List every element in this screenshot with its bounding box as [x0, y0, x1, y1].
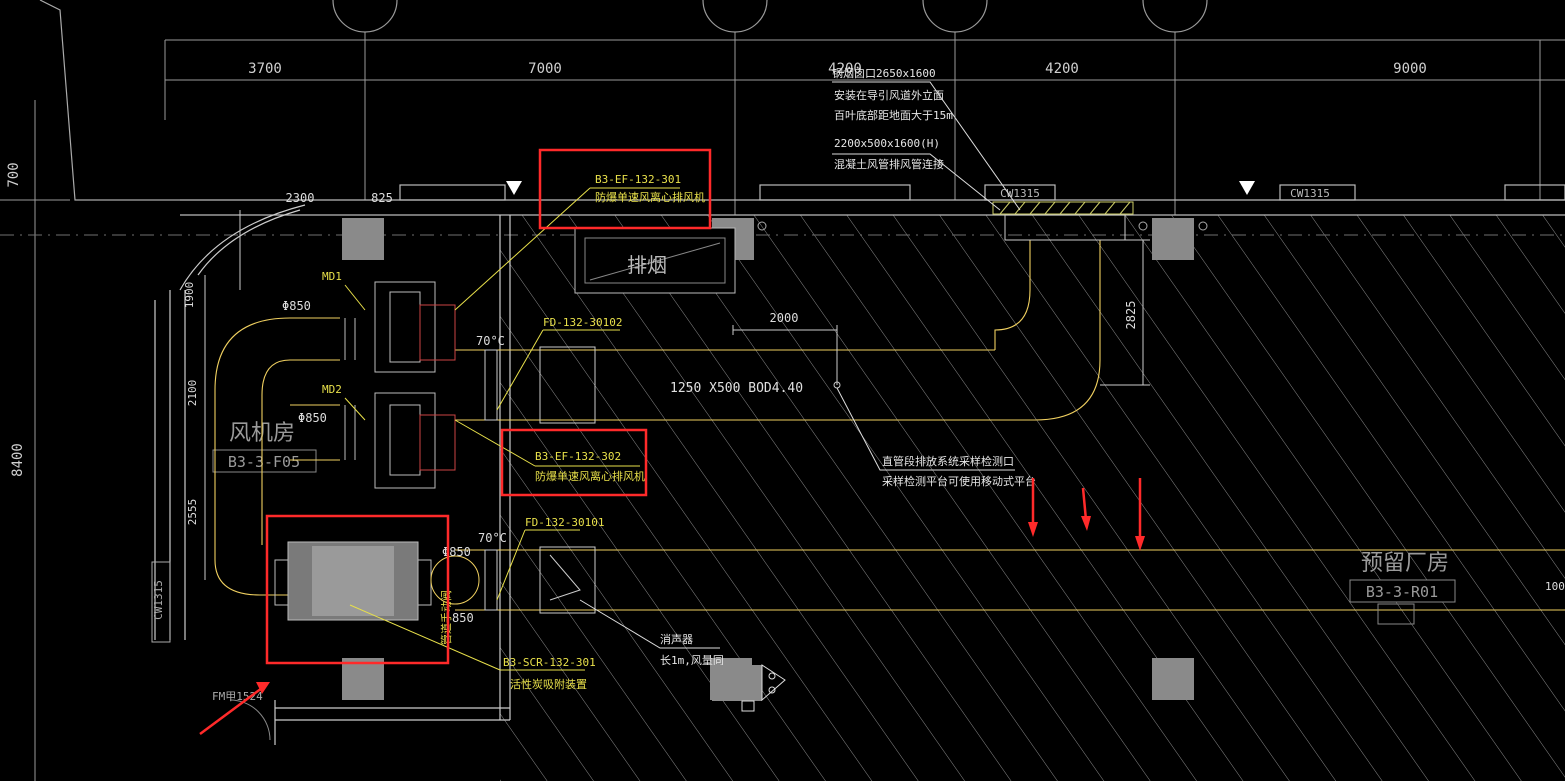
dim-2300: 2300	[286, 191, 315, 205]
fan-ef-301	[344, 281, 456, 373]
cw-label-1: CW1315	[1000, 187, 1040, 200]
exhaust-shaft	[574, 227, 736, 294]
top-wall	[180, 184, 1565, 216]
dim-left-700: 700	[6, 162, 22, 187]
left-dimension-line	[0, 100, 1565, 781]
note-top-1: 钢烟囱口2650x1600	[832, 66, 936, 80]
leader-lines-white	[579, 387, 1015, 649]
phi850-upper: Φ850	[282, 299, 311, 313]
reserved-room-code: B3-3-R01	[1366, 583, 1438, 601]
scr301-desc: 活性炭吸附装置	[510, 677, 587, 691]
reserved-sub-box	[1377, 603, 1415, 625]
building-outline-left	[39, 0, 180, 201]
highlight-ef301	[538, 148, 712, 230]
highlight-scr301	[265, 514, 450, 665]
level-marker-1	[506, 181, 522, 195]
dim-2000: 2000	[770, 311, 799, 325]
temp70-upper: 70°C	[476, 334, 505, 348]
md2-label: MD2	[322, 383, 342, 396]
carbon-adsorber	[274, 541, 480, 621]
fan-room-code-box	[212, 449, 317, 473]
dim-2555: 2555	[186, 499, 199, 526]
fan-room-walls	[154, 204, 511, 745]
dim-left-8400: 8400	[10, 443, 26, 477]
ef301-desc: 防爆单速风离心排风机	[595, 190, 705, 204]
note-top-5: 混凝土风管排风管连接	[834, 157, 944, 171]
exhaust-label: 排烟	[627, 253, 667, 277]
fd30102-label: FD-132-30102	[543, 316, 622, 329]
cw-label-left: CW1315	[152, 580, 165, 620]
louver-hatch	[992, 201, 1134, 215]
dim-1900: 1900	[183, 282, 196, 309]
note-top-3: 百叶底部距地面大于15m	[834, 108, 953, 122]
scr301-code: B3-SCR-132-301	[503, 656, 596, 669]
ef302-code: B3-EF-132-302	[535, 450, 621, 463]
louver-hatch-lines	[999, 201, 1131, 215]
sample-note-2: 采样检测平台可使用移动式平台	[882, 474, 1036, 488]
exhaust-shaft-inner	[584, 237, 726, 284]
top-dimension-line	[164, 32, 1565, 215]
cw-left-box	[151, 561, 171, 643]
dim-top-2: 7000	[528, 61, 562, 77]
fan-ef-302	[344, 392, 456, 489]
phi850-middle: Φ850	[298, 411, 327, 425]
ef302-desc: 防爆单速风离心排风机	[535, 469, 645, 483]
dim-top-3: 4200	[828, 61, 862, 77]
cw-label-2: CW1315	[1290, 187, 1330, 200]
dim-2100: 2100	[186, 380, 199, 407]
level-marker-2	[1239, 181, 1255, 195]
note-top-leaders	[832, 81, 1021, 211]
fire-dampers	[539, 346, 596, 614]
duct-size-label: 1250 X500 BOD4.40	[670, 381, 803, 396]
sample-note-1: 直管段排放系统采样检测口	[882, 454, 1014, 468]
door-arc	[229, 699, 271, 741]
axis-bubbles	[332, 0, 1208, 33]
d850-label: 850	[452, 611, 474, 625]
valve-label: 管道手动阀	[439, 590, 453, 645]
exhaust-shaft-diag	[589, 242, 721, 281]
duct-network	[214, 240, 1565, 611]
dim-top-4: 4200	[1045, 61, 1079, 77]
ef301-code: B3-EF-132-301	[595, 173, 681, 186]
dim-825: 825	[371, 191, 393, 205]
temp70-lower: 70°C	[478, 531, 507, 545]
dim-1000: 1000	[1545, 580, 1565, 593]
note-top-2: 安装在导引风道外立面	[834, 88, 944, 102]
fd30101-label: FD-132-30101	[525, 516, 604, 529]
note-top-4: 2200x500x1600(H)	[834, 137, 940, 150]
fm-door-label: FM甲1524	[212, 690, 263, 703]
md1-label: MD1	[322, 270, 342, 283]
silencer-note-1: 消声器	[660, 632, 693, 646]
duct-end-plates	[484, 214, 1126, 611]
dim-2825: 2825	[1124, 301, 1138, 330]
silencer-symbol	[712, 664, 786, 712]
red-arrows	[199, 478, 1145, 736]
red-annotations	[265, 148, 712, 665]
silencer-note-2: 长1m,风量同	[660, 654, 724, 667]
fan-room-code: B3-3-F05	[228, 453, 300, 471]
phi850-lower: Φ850	[442, 545, 471, 559]
reserved-code-box	[1349, 579, 1456, 603]
right-dimension-lines	[204, 210, 1150, 580]
column-small-circles	[757, 221, 1208, 231]
leader-lines-yellow	[344, 187, 680, 671]
highlight-ef302	[500, 428, 648, 497]
dim-top-1: 3700	[248, 61, 282, 77]
reserved-room-label: 预留厂房	[1361, 551, 1449, 576]
dim-top-5: 9000	[1393, 61, 1427, 77]
